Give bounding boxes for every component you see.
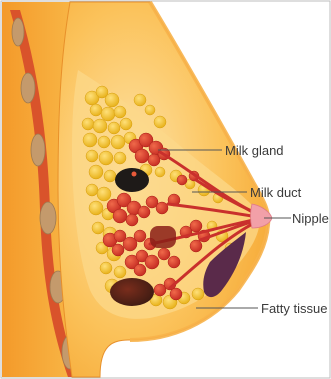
central-lobule-shadow <box>150 226 176 248</box>
dark-mass-spot <box>132 172 137 177</box>
dark-mass-upper <box>115 168 149 192</box>
rib-3 <box>31 134 45 166</box>
dark-mass-lower <box>110 278 154 306</box>
label-milk-gland: Milk gland <box>225 143 284 158</box>
rib-2 <box>21 73 35 103</box>
rib-1 <box>12 18 24 46</box>
label-nipple: Nipple <box>292 211 329 226</box>
label-fatty-tissue: Fatty tissue <box>261 301 327 316</box>
rib-4 <box>40 202 56 234</box>
label-milk-duct: Milk duct <box>250 185 302 200</box>
